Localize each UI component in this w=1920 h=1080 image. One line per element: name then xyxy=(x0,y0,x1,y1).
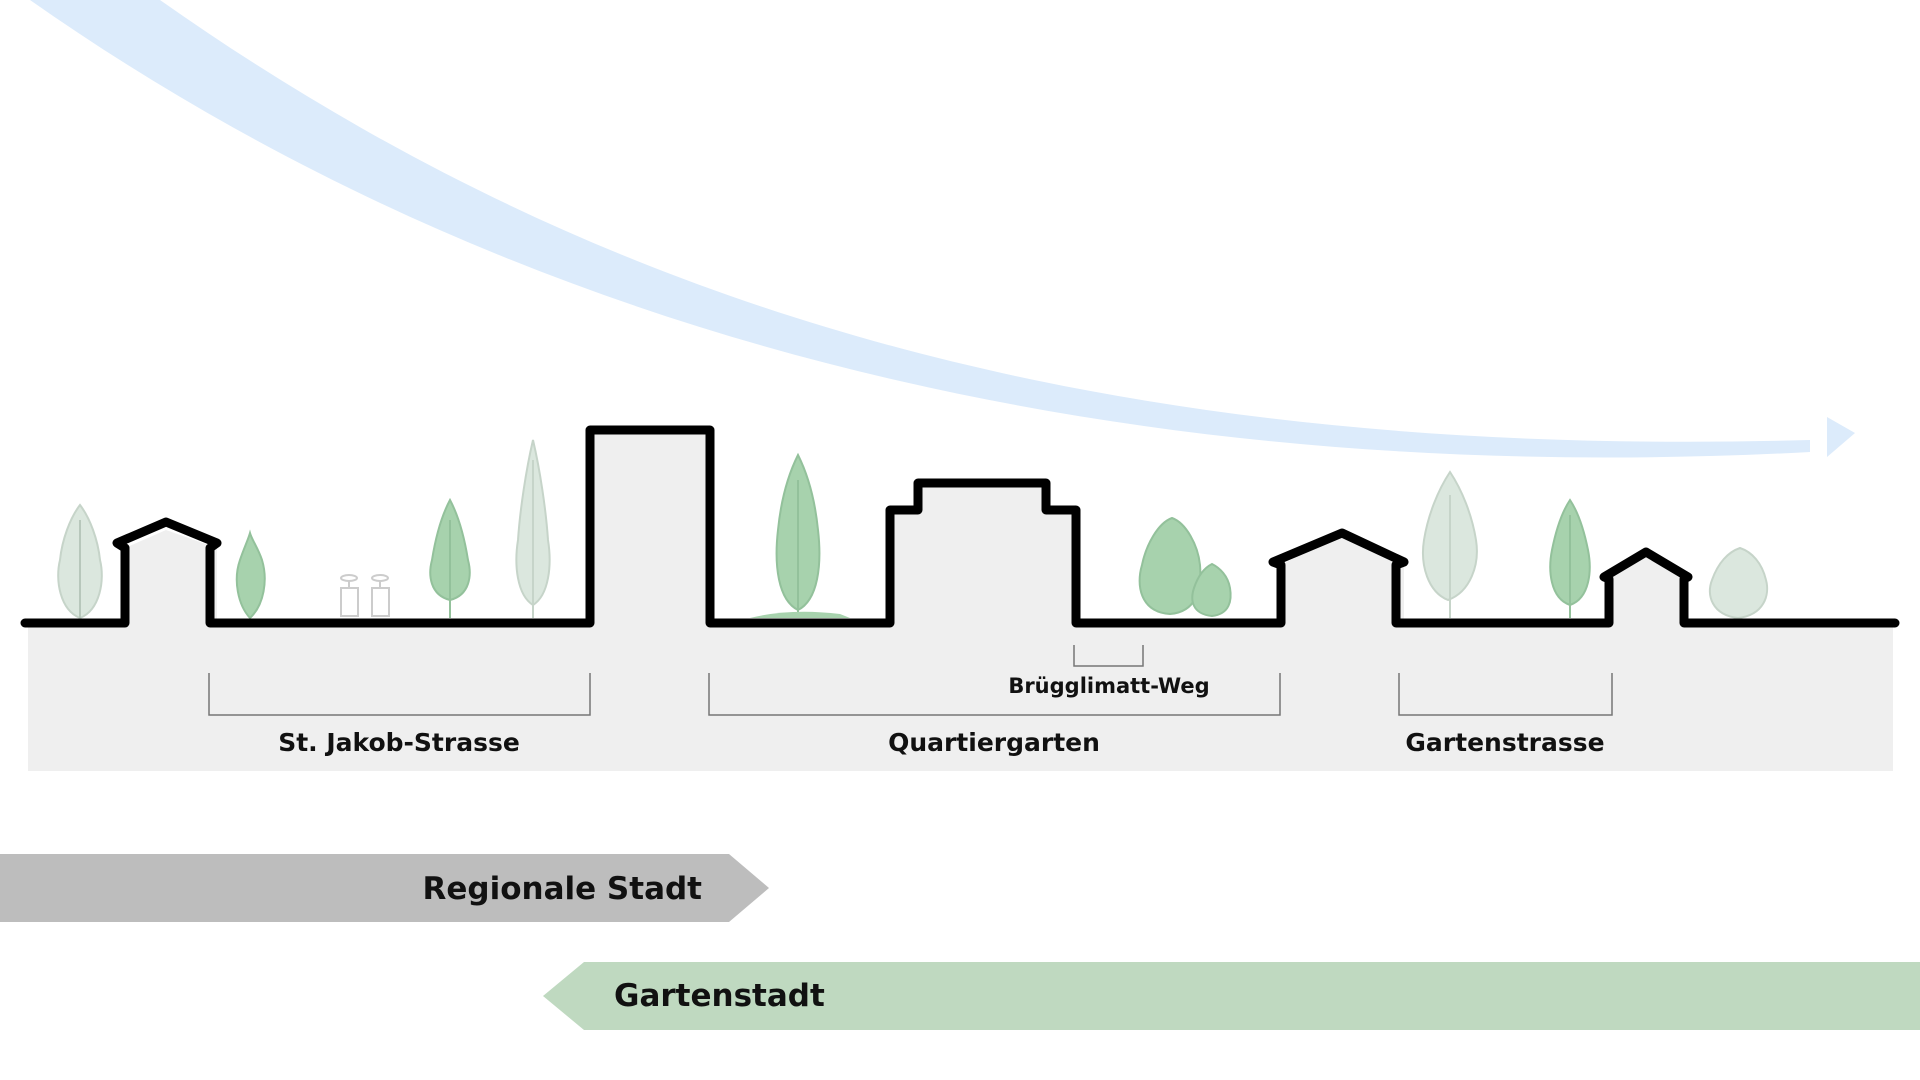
label-quartiergarten: Quartiergarten xyxy=(888,728,1100,757)
bollard-icon xyxy=(340,574,359,617)
regionale-stadt-arrow xyxy=(0,854,769,922)
tree-icon xyxy=(57,503,103,620)
tree-icon xyxy=(1708,546,1769,620)
tree-icon xyxy=(429,497,471,618)
bollard-icon xyxy=(371,574,390,617)
tree-icon xyxy=(235,529,266,620)
tree-icon xyxy=(750,452,850,618)
tree-icon xyxy=(1549,498,1591,618)
skyline-section-line xyxy=(20,425,1900,628)
building-fills xyxy=(125,431,1684,624)
bracket-quartiergarten xyxy=(708,673,1281,716)
label-gartenstadt: Gartenstadt xyxy=(614,978,825,1014)
bracket-gartenstrasse xyxy=(1398,673,1613,716)
tree-icon xyxy=(1138,516,1232,618)
flow-arrow xyxy=(30,0,1855,458)
tree-icon xyxy=(515,439,551,618)
label-regionale-stadt: Regionale Stadt xyxy=(422,871,702,907)
tree-icon xyxy=(1422,470,1478,618)
gartenstadt-arrow xyxy=(543,962,1920,1030)
label-gartenstrasse: Gartenstrasse xyxy=(1405,728,1604,757)
label-bruegglimatt-weg: Brügglimatt-Weg xyxy=(1008,674,1209,698)
label-st-jakob-strasse: St. Jakob-Strasse xyxy=(278,728,520,757)
bracket-st-jakob xyxy=(208,673,591,716)
bracket-bruegglimatt xyxy=(1073,645,1144,667)
ground-band xyxy=(28,623,1893,771)
